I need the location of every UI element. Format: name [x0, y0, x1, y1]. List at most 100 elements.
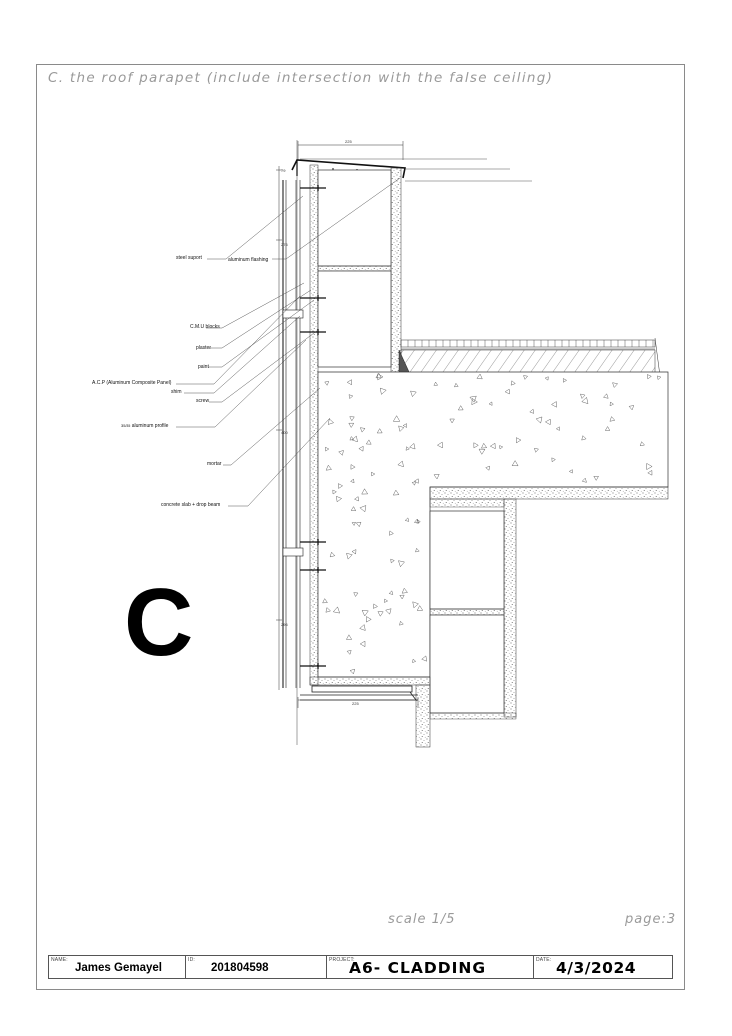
aggregate-mark: [603, 393, 609, 399]
aggregate-mark: [373, 603, 378, 609]
aggregate-mark: [405, 446, 410, 451]
aggregate-mark: [359, 640, 366, 648]
roof-breakline: [654, 337, 661, 377]
aggregate-mark: [402, 423, 407, 428]
aggregate-mark: [535, 416, 543, 424]
aggregate-mark: [410, 390, 417, 398]
name-label: NAME:: [51, 957, 68, 963]
aggregate-mark: [392, 415, 401, 422]
drawing-title: C. the roof parapet (include intersectio…: [48, 70, 554, 86]
aggregate-mark: [348, 422, 355, 428]
aggregate-mark: [389, 530, 394, 536]
aggregate-mark: [359, 624, 366, 631]
aggregate-mark: [384, 598, 389, 603]
aggregate-mark: [646, 463, 653, 470]
id-value: 201804598: [211, 962, 269, 974]
aggregate-mark: [346, 650, 352, 655]
aggregate-mark: [327, 418, 335, 425]
steel-support-brackets: [300, 185, 326, 669]
aggregate-mark: [385, 608, 392, 615]
aggregate-mark: [346, 379, 352, 386]
project-label: PROJECT:: [329, 957, 355, 963]
callout-mortar: mortar: [207, 461, 222, 467]
name-value: James Gemayel: [75, 962, 162, 974]
aggregate-mark: [397, 460, 404, 468]
aggregate-mark: [647, 470, 653, 476]
callout-aluminum-flashing: aluminum flashing: [228, 257, 269, 263]
aggregate-mark: [332, 606, 341, 614]
aggregate-mark: [351, 435, 358, 443]
aggregate-mark: [332, 489, 337, 495]
aggregate-mark: [398, 560, 405, 568]
callout-shim: shim: [171, 389, 182, 395]
svg-text:296: 296: [281, 622, 288, 627]
aggregate-mark: [375, 372, 382, 379]
top-dimension: [297, 141, 404, 160]
aggregate-mark: [412, 658, 417, 663]
aggregate-mark: [485, 465, 490, 471]
cmu-block-1: [317, 169, 392, 267]
aggregate-mark: [371, 471, 376, 477]
callout-cmu-blocks: C.M.U blocks: [190, 324, 220, 330]
aggregate-mark: [336, 495, 343, 503]
aggregate-mark: [349, 668, 356, 675]
aggregate-mark: [351, 549, 357, 555]
callout-leaders: [176, 177, 401, 507]
aggregate-mark: [604, 426, 611, 431]
aggregate-mark: [473, 442, 479, 449]
section-letter: C: [124, 569, 194, 676]
aggregate-mark: [338, 450, 344, 456]
callout-concrete-slab: concrete slab + drop beam: [161, 502, 221, 508]
svg-text:276: 276: [281, 242, 288, 247]
aggregate-mark: [358, 445, 364, 452]
aggregate-mark: [346, 552, 353, 560]
aggregate-mark: [504, 388, 510, 395]
aggregate-mark: [351, 521, 356, 526]
aggregate-mark: [413, 518, 420, 524]
false-ceiling-panel: [300, 685, 418, 701]
page-number: page:3: [625, 912, 677, 927]
title-block: NAME: James Gemayel ID: 201804598 PROJEC…: [48, 955, 673, 979]
aggregate-mark: [388, 590, 394, 595]
aggregate-mark: [657, 375, 662, 381]
title-block-id-cell: ID: 201804598: [186, 956, 327, 978]
callout-plaster: plaster: [196, 345, 212, 351]
aggregate-mark: [544, 376, 549, 381]
aggregate-mark: [350, 478, 355, 484]
callout-acp: A.C.P (Aluminum Composite Panel): [92, 380, 172, 386]
aggregate-mark: [411, 481, 417, 486]
aggregate-mark: [516, 437, 522, 444]
false-ceiling-plaster: [309, 676, 431, 686]
aggregate-mark: [350, 464, 356, 470]
aggregate-mark: [580, 393, 586, 399]
aggregate-mark: [488, 401, 493, 406]
aggregate-mark: [322, 598, 328, 604]
aggregate-mark: [379, 387, 387, 395]
date-label: DATE:: [536, 957, 552, 963]
aggregate-mark: [639, 441, 645, 447]
aggregate-mark: [489, 442, 496, 450]
aggregate-mark: [555, 426, 560, 431]
aggregate-mark: [476, 373, 483, 380]
aggregate-mark: [511, 460, 519, 467]
aggregate-mark: [361, 610, 369, 617]
aggregate-mark: [647, 374, 652, 380]
aggregate-mark: [409, 442, 416, 450]
aggregate-mark: [324, 381, 330, 386]
sheet-border: [36, 64, 685, 990]
aggregate-mark: [562, 378, 568, 383]
aggregate-mark: [354, 496, 359, 502]
roof-screed: [400, 349, 656, 375]
aggregate-mark: [449, 418, 455, 424]
acp-panel-joints: [282, 309, 304, 557]
aggregate-mark: [499, 445, 504, 450]
callout-steel-support: steel suport: [176, 255, 202, 261]
interior-cmu-1: [429, 510, 505, 610]
bottom-dimension: [297, 697, 419, 708]
roof-reference-lines: [300, 158, 532, 182]
aggregate-mark: [365, 439, 372, 445]
top-dimension-text: 225: [345, 139, 352, 144]
aggregate-mark: [544, 418, 551, 426]
title-block-name-cell: NAME: James Gemayel: [49, 956, 186, 978]
aggregate-mark: [568, 469, 573, 474]
